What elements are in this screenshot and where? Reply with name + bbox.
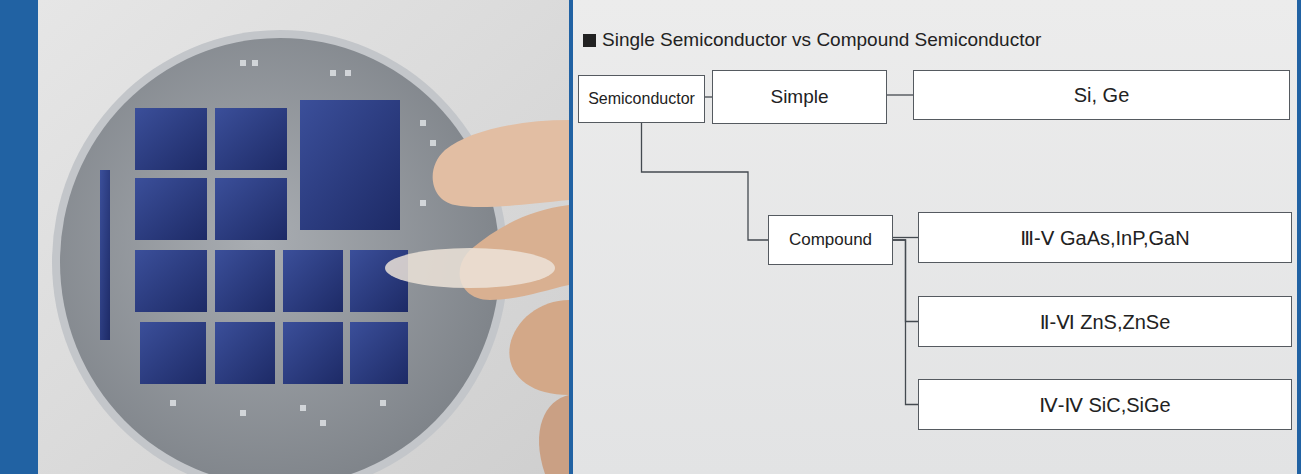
category-box: Simple bbox=[712, 70, 887, 124]
material-box: Ⅱ-Ⅵ ZnS,ZnSe bbox=[918, 296, 1292, 347]
box-label: Ⅲ-Ⅴ GaAs,InP,GaN bbox=[1020, 226, 1189, 250]
box-label: Compound bbox=[789, 230, 872, 250]
tree-connector bbox=[705, 97, 712, 98]
diagram-panel bbox=[573, 0, 1297, 474]
material-box: Ⅳ-Ⅳ SiC,SiGe bbox=[918, 379, 1292, 430]
tree-connector bbox=[893, 237, 918, 238]
box-label: Semiconductor bbox=[588, 90, 695, 108]
tree-connector bbox=[887, 95, 913, 96]
box-label: Simple bbox=[770, 86, 828, 108]
wafer-dies bbox=[100, 100, 408, 384]
box-label: Ⅱ-Ⅵ ZnS,ZnSe bbox=[1040, 310, 1171, 334]
tree-connector bbox=[893, 240, 918, 405]
root-box: Semiconductor bbox=[578, 75, 705, 123]
wafer-marks bbox=[170, 60, 436, 426]
box-label: Si, Ge bbox=[1074, 84, 1130, 107]
title-bullet bbox=[583, 34, 596, 47]
category-box: Compound bbox=[768, 215, 893, 265]
diagram-title: Single Semiconductor vs Compound Semicon… bbox=[602, 29, 1041, 51]
hand bbox=[385, 120, 569, 474]
box-label: Ⅳ-Ⅳ SiC,SiGe bbox=[1039, 393, 1170, 417]
tree-connector bbox=[642, 123, 769, 240]
material-box: Si, Ge bbox=[913, 70, 1290, 120]
material-box: Ⅲ-Ⅴ GaAs,InP,GaN bbox=[918, 212, 1292, 263]
